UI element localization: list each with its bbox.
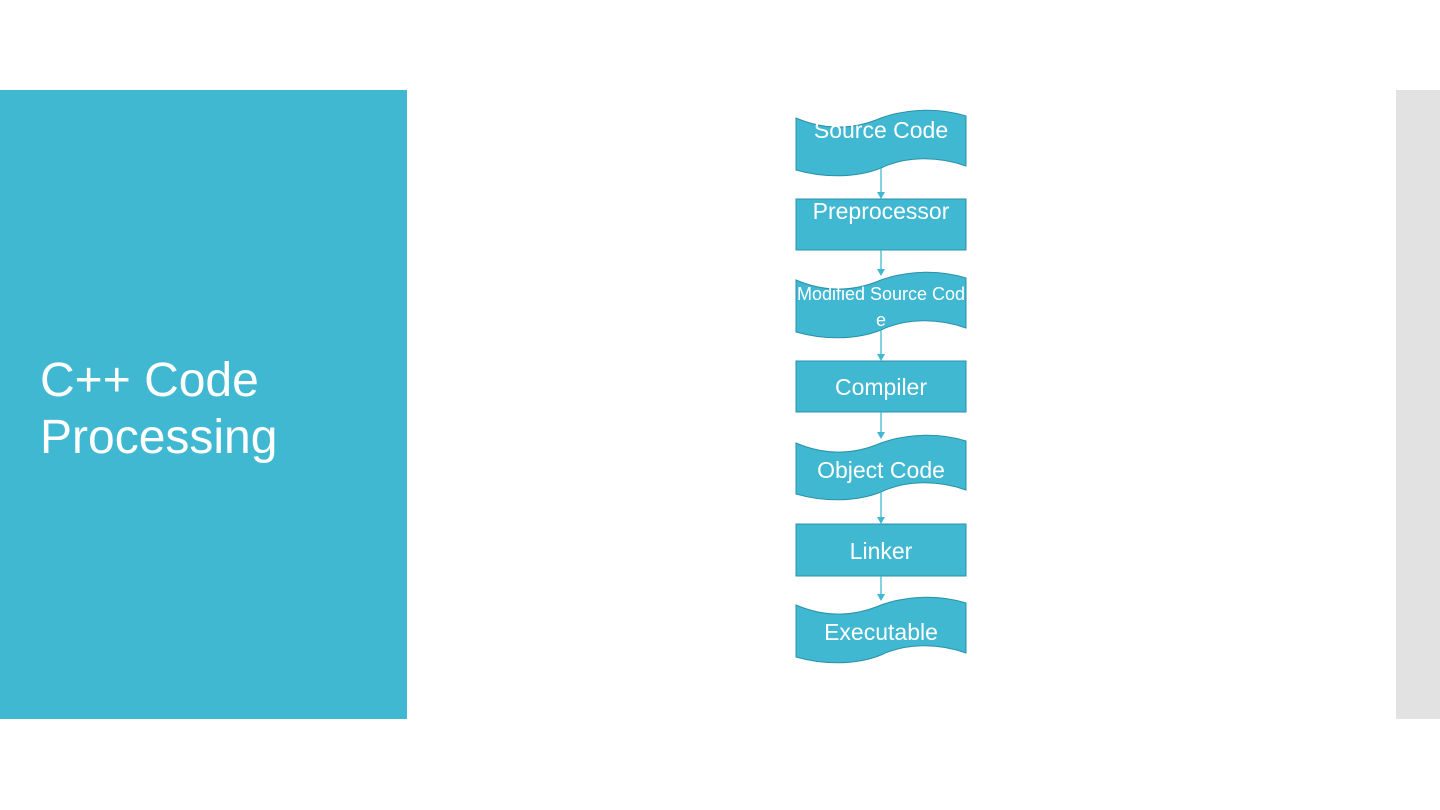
node-shape-source-code — [795, 109, 967, 177]
connector-arrowhead — [877, 432, 885, 439]
slide-title: C++ Code Processing — [40, 352, 277, 466]
node-shape-modified-source-code — [795, 271, 967, 339]
connector-arrowhead — [877, 354, 885, 361]
node-label-executable: Executable — [824, 619, 938, 645]
connector-arrowhead — [877, 594, 885, 601]
node-label-compiler: Compiler — [834, 374, 928, 400]
node-label-linker: Linker — [849, 538, 913, 564]
node-shape-executable — [795, 596, 967, 664]
side-strip — [1396, 90, 1440, 719]
node-label-modified-source-code: Modified Source Code — [796, 284, 966, 330]
node-shape-linker — [795, 523, 967, 577]
node-label-source-code: Source Code — [813, 117, 949, 143]
connector-arrowhead — [877, 517, 885, 524]
title-panel — [0, 90, 407, 719]
node-shape-object-code — [795, 434, 967, 501]
connector-arrowhead — [877, 269, 885, 276]
node-shape-compiler — [795, 360, 967, 413]
node-label-object-code: Object Code — [817, 457, 945, 483]
connector-arrowhead — [877, 192, 885, 199]
node-label-preprocessor: Preprocessor — [812, 198, 950, 224]
slide-title-line-2: Processing — [40, 411, 278, 464]
slide-title-line-1: C++ Code — [40, 354, 259, 407]
